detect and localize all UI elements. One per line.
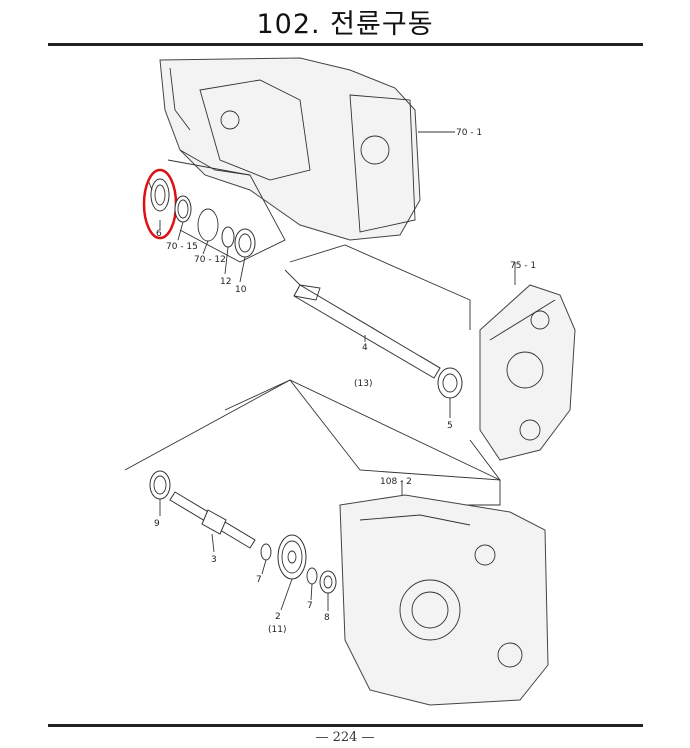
shaft-part-4 — [284, 269, 441, 379]
label-part-12: 12 — [220, 277, 231, 287]
label-part-8: 8 — [324, 613, 330, 623]
bracket-outline-middle — [224, 244, 501, 481]
label-108-2: 108 - 2 — [380, 477, 412, 487]
shaft-part-3 — [169, 491, 256, 549]
bearing-part-9 — [149, 470, 171, 500]
page-title: 102. 전륜구동 — [256, 9, 434, 40]
gear-part-2 — [277, 534, 307, 580]
header-rule — [48, 43, 643, 46]
label-part-4: 4 — [362, 343, 368, 353]
snap-ring-part-70-15 — [174, 195, 192, 223]
bearing-part-10 — [234, 228, 256, 258]
front-cover-housing — [479, 262, 576, 461]
lower-case-housing — [339, 480, 549, 706]
label-part-70-12: 70 - 12 — [194, 255, 226, 265]
label-70-1: 70 - 1 — [456, 128, 482, 138]
label-part-70-15: 70 - 15 — [166, 242, 198, 252]
label-part-10: 10 — [235, 285, 247, 295]
label-part-7a: 7 — [256, 575, 262, 585]
ring-part-70-12 — [197, 208, 219, 242]
label-part-6: 6 — [156, 229, 162, 239]
page-number: — 224 — — [315, 730, 375, 745]
footer-rule — [48, 724, 643, 727]
label-75-1: 75 - 1 — [510, 261, 536, 271]
upper-housing — [159, 57, 421, 241]
bracket-outline-lower — [124, 379, 501, 506]
label-part-11: (11) — [268, 625, 286, 635]
bracket-outline-upper — [167, 159, 286, 263]
part-leader-lines — [159, 220, 451, 611]
snap-ring-part-7a — [260, 543, 272, 561]
label-part-3: 3 — [211, 555, 217, 565]
label-part-5: 5 — [447, 421, 453, 431]
seal-part-6 — [147, 178, 170, 212]
coupler-part-5 — [437, 367, 463, 399]
label-part-7b: 7 — [307, 601, 313, 611]
bearing-part-8 — [319, 570, 337, 594]
snap-ring-part-12 — [221, 226, 235, 248]
snap-ring-part-7b — [306, 567, 318, 585]
label-part-13: (13) — [354, 379, 372, 389]
label-part-2: 2 — [275, 612, 281, 622]
label-part-9: 9 — [154, 519, 160, 529]
